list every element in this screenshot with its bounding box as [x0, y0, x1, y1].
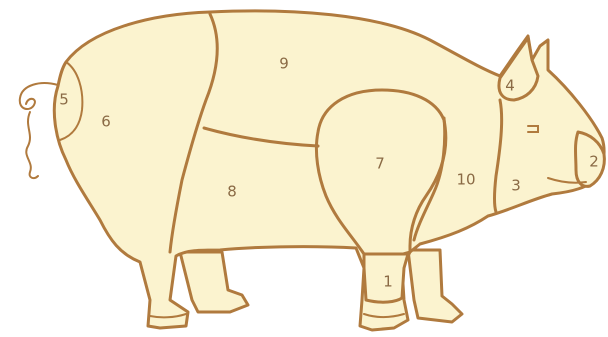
- label-jowl: 3: [511, 177, 521, 195]
- label-snout: 2: [589, 153, 599, 171]
- tail-curl: [20, 83, 58, 178]
- rear-back-leg: [180, 252, 248, 312]
- label-ear: 4: [505, 77, 515, 95]
- label-tail: 5: [59, 91, 69, 109]
- label-loin: 9: [279, 55, 289, 73]
- label-leg: 1: [383, 273, 393, 291]
- label-shoulder: 7: [375, 155, 385, 173]
- label-neck: 10: [456, 171, 475, 189]
- label-ham: 6: [101, 113, 111, 131]
- label-belly: 8: [227, 183, 237, 201]
- front-back-leg: [408, 250, 462, 322]
